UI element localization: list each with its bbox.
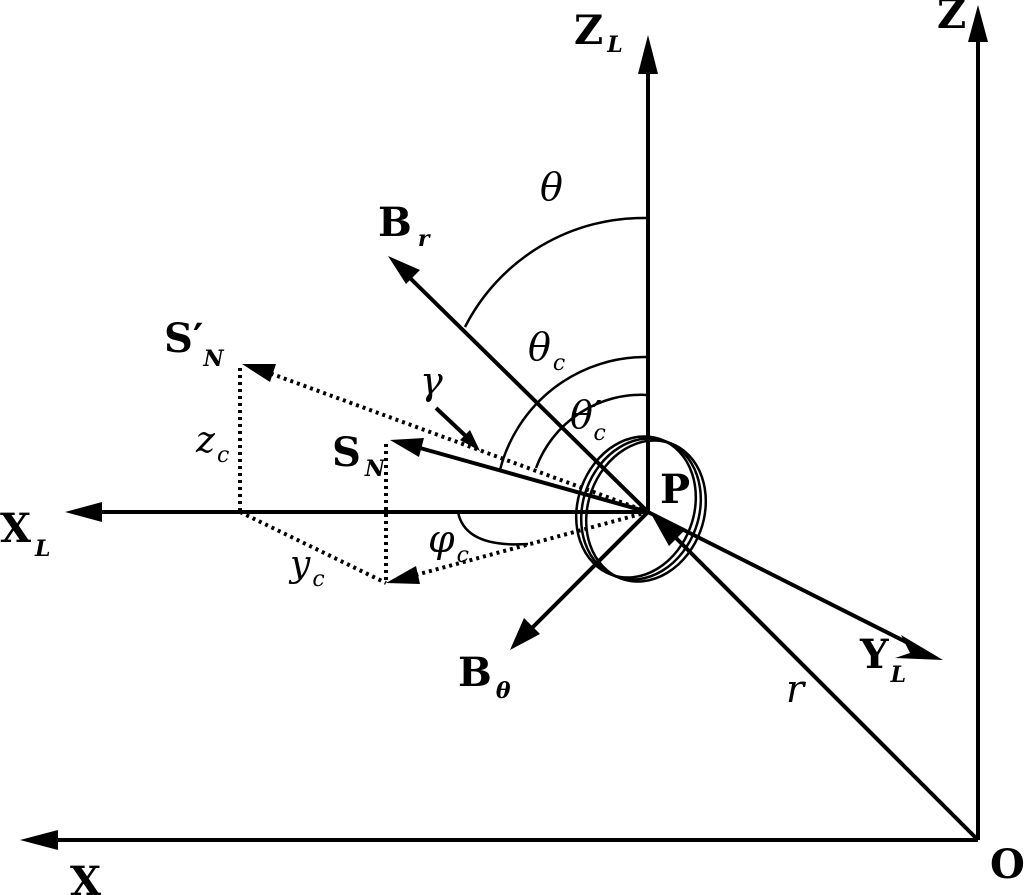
label-theta: θ (540, 165, 563, 209)
s-n-vector (390, 438, 649, 514)
local-x-axis (65, 502, 648, 522)
label-y-local: YL (859, 631, 906, 688)
s-n-prime-vector (242, 364, 649, 514)
label-z-c: zc (195, 420, 229, 468)
label-y-c: yc (288, 544, 325, 592)
label-p: P (660, 466, 690, 513)
particle-disc (574, 435, 708, 583)
position-vector-r (650, 512, 980, 842)
label-z: Z (937, 0, 966, 38)
label-r: r (786, 667, 807, 711)
b-r-vector (388, 256, 650, 514)
global-x-axis (20, 830, 978, 850)
label-gamma: γ (420, 359, 443, 403)
global-z-axis (968, 5, 988, 840)
gamma-pointer (434, 406, 480, 451)
b-theta-vector (510, 510, 650, 650)
label-origin: O (990, 841, 1024, 888)
label-x: X (70, 858, 101, 895)
angle-arcs (456, 216, 649, 546)
projection-lines (238, 368, 649, 585)
label-theta-c: θc (528, 325, 565, 376)
label-theta-c-prime: θ′c (570, 393, 606, 446)
label-s-n-prime: S′N (164, 315, 224, 372)
label-phi-c: φc (428, 517, 469, 568)
local-y-axis (647, 510, 943, 660)
